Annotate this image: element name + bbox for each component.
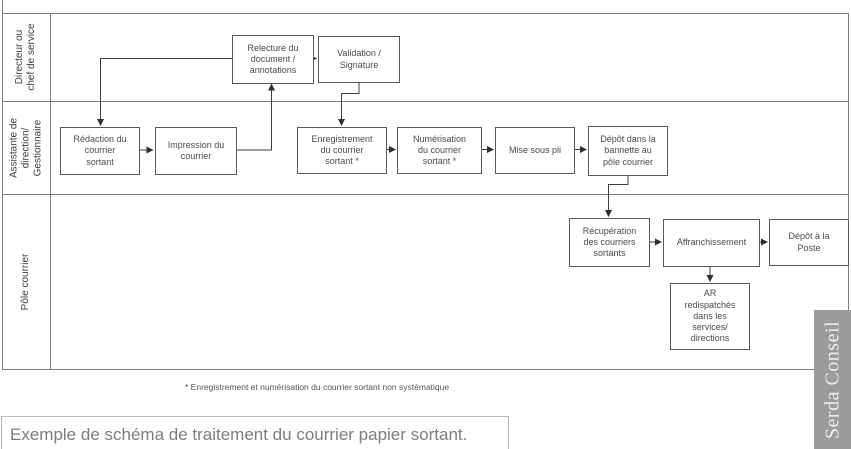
- node-numerisation: Numérisation du courrier sortant *: [397, 127, 482, 174]
- caption-box: Exemple de schéma de traitement du courr…: [1, 416, 509, 449]
- node-depot-bannette: Dépôt dans la bannette au pôle courrier: [588, 126, 668, 176]
- node-recuperation: Récupération des courriers sortants: [569, 218, 650, 267]
- watermark-banner: Serda Conseil: [814, 310, 851, 449]
- caption-text: Exemple de schéma de traitement du courr…: [10, 425, 468, 444]
- lane-label-directeur: Directeur ou chef de service: [14, 23, 37, 91]
- lane-label-assistante: Assistante de direction/ Gestionnaire: [8, 117, 43, 179]
- edge-depotbannette-recuperation: [605, 174, 629, 217]
- node-validation: Validation / Signature: [318, 36, 400, 83]
- connectors: [97, 55, 768, 282]
- node-impression: Impression du courrier: [155, 127, 237, 175]
- footnote: * Enregistrement et numérisation du cour…: [185, 382, 450, 392]
- node-ar-redispatch: AR redispatchés dans les services/ direc…: [670, 283, 750, 350]
- node-affranchissement: Affranchissement: [663, 219, 760, 267]
- node-redaction: Rédaction du courrier sortant: [60, 127, 140, 175]
- watermark-text: Serda Conseil: [821, 320, 843, 439]
- edge-validation-enregistrement: [338, 81, 360, 126]
- lane-label-pole-courrier: Pôle courrier: [20, 253, 32, 311]
- edge-relecture-redaction: [97, 58, 232, 126]
- edge-impression-relecture: [235, 83, 275, 151]
- node-relecture: Relecture du document / annotations: [232, 35, 314, 84]
- node-depot-poste: Dépôt à la Poste: [769, 219, 849, 266]
- node-enregistrement: Enregistrement du courrier sortant *: [297, 127, 387, 174]
- swimlane-grid: [2, 0, 849, 370]
- node-mise-sous-pli: Mise sous pli: [495, 127, 575, 174]
